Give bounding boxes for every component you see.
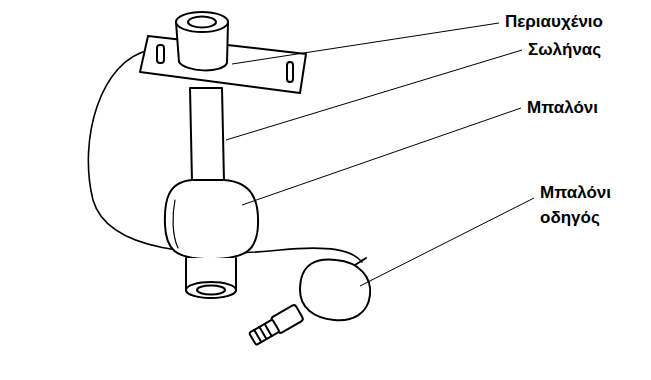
part-label: Περιαυχένιο xyxy=(505,9,603,34)
tube xyxy=(190,88,224,182)
tube-tip xyxy=(186,258,236,298)
pilot-valve xyxy=(248,304,304,347)
part-label: Σωλήνας xyxy=(528,37,601,62)
leader-line xyxy=(232,23,499,64)
pilot-balloon xyxy=(300,260,370,321)
leader-line xyxy=(360,198,534,286)
leader-line xyxy=(226,50,522,140)
cuff-balloon xyxy=(165,180,258,259)
part-label: Μπαλόνι οδηγός xyxy=(540,180,640,230)
part-label: Μπαλόνι xyxy=(527,95,598,120)
leader-line xyxy=(242,108,521,205)
